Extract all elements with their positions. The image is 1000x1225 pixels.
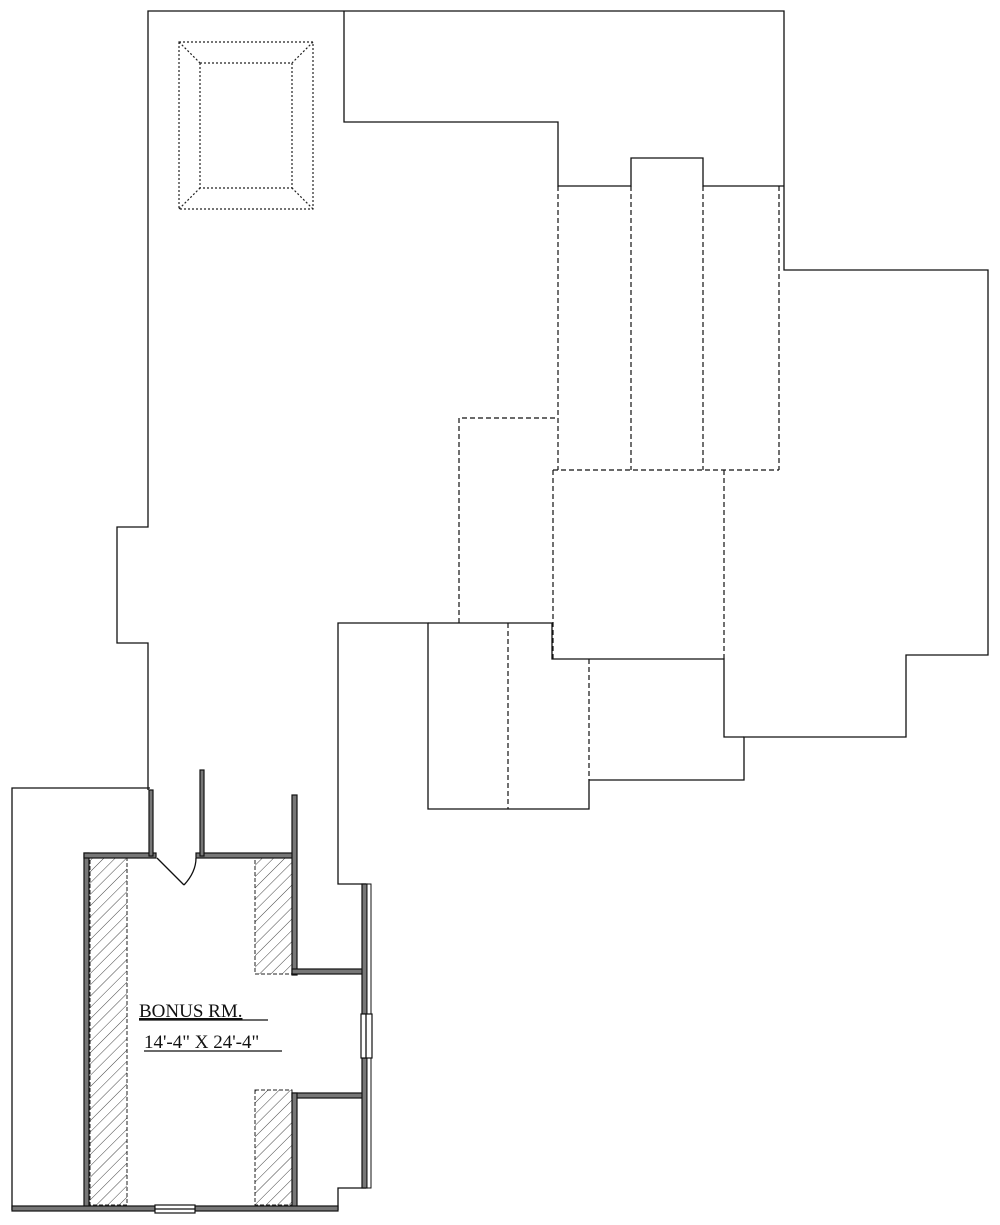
room-name-label: BONUS RM. — [139, 1001, 242, 1022]
window-right — [360, 1013, 373, 1059]
walls — [11, 769, 372, 1212]
window-bottom — [154, 1204, 196, 1214]
door[interactable] — [156, 857, 197, 886]
attic-storage-top-right — [254, 857, 293, 975]
attic-storage-bottom-right — [254, 1089, 293, 1206]
attic-storage-left — [89, 857, 128, 1206]
roof-outline — [116, 10, 989, 885]
dashed-roof-lines — [458, 186, 780, 809]
bonus-room: BONUS RM. 14'-4" X 24'-4" — [11, 769, 373, 1214]
skylight — [178, 41, 314, 210]
room-dimensions-label: 14'-4" X 24'-4" — [144, 1032, 259, 1053]
